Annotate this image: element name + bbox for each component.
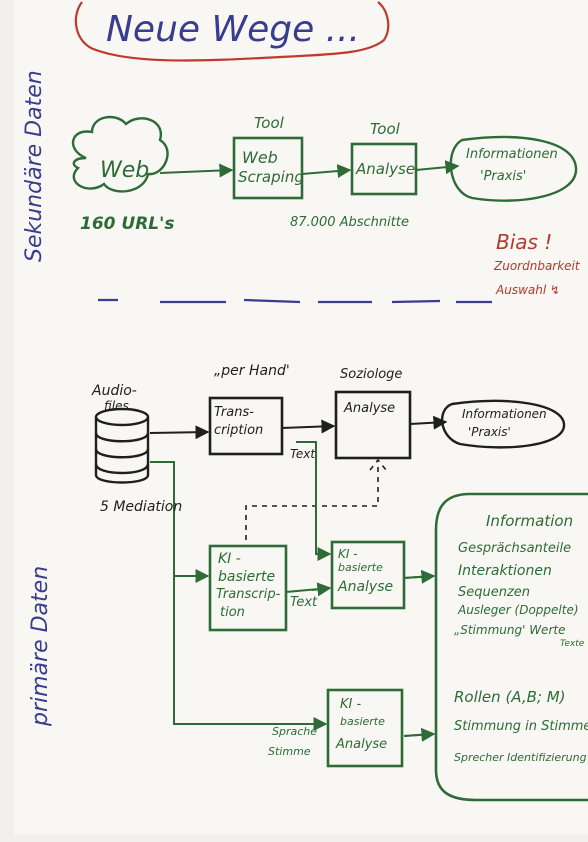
per-hand-label: „per Hand' [214,363,290,379]
ki-analyse-box-2 [326,688,404,768]
web-label: Web [100,158,150,183]
info-secondary-line-2: 'Praxis' [480,169,527,184]
info-oval-primary [440,399,566,449]
title-cloud [74,1,390,62]
info-primary-line-1: Informationen [462,407,547,421]
transcription-box [208,396,284,456]
bias-label: Bias ! [496,230,553,254]
soziologe-label: Soziologe [340,367,403,382]
ki-analyse2-line-3: Analyse [336,737,388,752]
ki-analyse-box-1 [330,540,406,610]
arrow-transcription-to-analyse [281,419,336,434]
page-title: Neue Wege ... [106,9,361,50]
info-box-item-1: Gesprächsanteile [458,541,572,556]
tool-label-1: Tool [254,114,284,132]
sprache-label: Sprache [272,725,318,738]
ki-analyse2-line-1: KI - [340,697,362,712]
info-box-item-2: Interaktionen [458,563,552,579]
arrow-to-ki-analyse1 [311,582,332,597]
arrow-scraping-to-analyse [301,164,352,179]
ki-analyse1-line-1: KI - [338,547,358,561]
label-primary-data: primäre Daten [28,565,53,726]
bias-assignability: Zuordnbarkeit [494,259,580,273]
info-box-item-4: Ausleger (Doppelte) [458,603,579,617]
urls-count: 160 URL's [80,214,175,234]
audio-database-icon [94,407,150,484]
web-cloud [71,115,169,193]
analyse-label-secondary: Analyse [356,160,416,178]
sections-count: 87.000 Abschnitte [290,215,409,230]
audio-line-1: Audio- [92,383,137,399]
info-secondary-line-1: Informationen [466,147,558,162]
ki-analyse1-line-2: basierte [338,561,383,574]
roles-line-2: Stimmung in Stimme [454,719,588,734]
arrow-to-roles [403,727,436,742]
arrow-analyse-to-info [409,415,448,430]
tool-label-2: Tool [370,120,400,138]
dashed-feedback-lines [245,458,387,540]
roles-line-3: Sprecher Identifizierung [454,751,587,764]
arrow-db-to-transcription [149,425,210,440]
info-container [434,492,588,802]
stimme-label: Stimme [268,745,311,758]
ki-trans-line-2: basierte [218,569,276,585]
text-label-2: Text [290,595,318,610]
info-box-item-5: „Stimmung' Werte [454,623,566,637]
info-box-item-3: Sequenzen [458,585,531,600]
roles-line-1: Rollen (A,B; M) [454,688,566,706]
info-oval-secondary [449,135,578,202]
webscraping-box [232,136,304,200]
ki-trans-line-3: Transcrip- [216,587,281,602]
info-primary-line-2: 'Praxis' [468,425,511,439]
audio-line-2: files [104,399,129,413]
arrow-web-to-scraping [159,163,234,178]
ki-analyse1-line-3: Analyse [338,579,394,595]
arrow-to-info-box [403,569,436,584]
info-box-heading: Information [486,512,574,530]
info-box-item-6: Texte [560,639,585,649]
transcription-line-2: cription [214,423,264,438]
ki-transcription-box [208,544,288,632]
ki-trans-line-1: KI - [218,551,241,567]
analyse-label-primary: Analyse [344,401,396,416]
ki-trans-line-4: tion [220,605,245,620]
webscraping-line-1: Web [242,148,278,167]
text-label-1: Text [290,447,316,461]
transcription-line-1: Trans- [214,405,254,420]
label-secondary-data: Sekundäre Daten [22,70,47,262]
bias-selection: Auswahl ↯ [496,283,561,297]
webscraping-line-2: Scraping [238,168,304,186]
analyse-box-primary [334,390,412,460]
ki-analyse2-line-2: basierte [340,715,385,728]
mediation-count: 5 Mediation [100,499,183,515]
section-separator [98,298,492,304]
